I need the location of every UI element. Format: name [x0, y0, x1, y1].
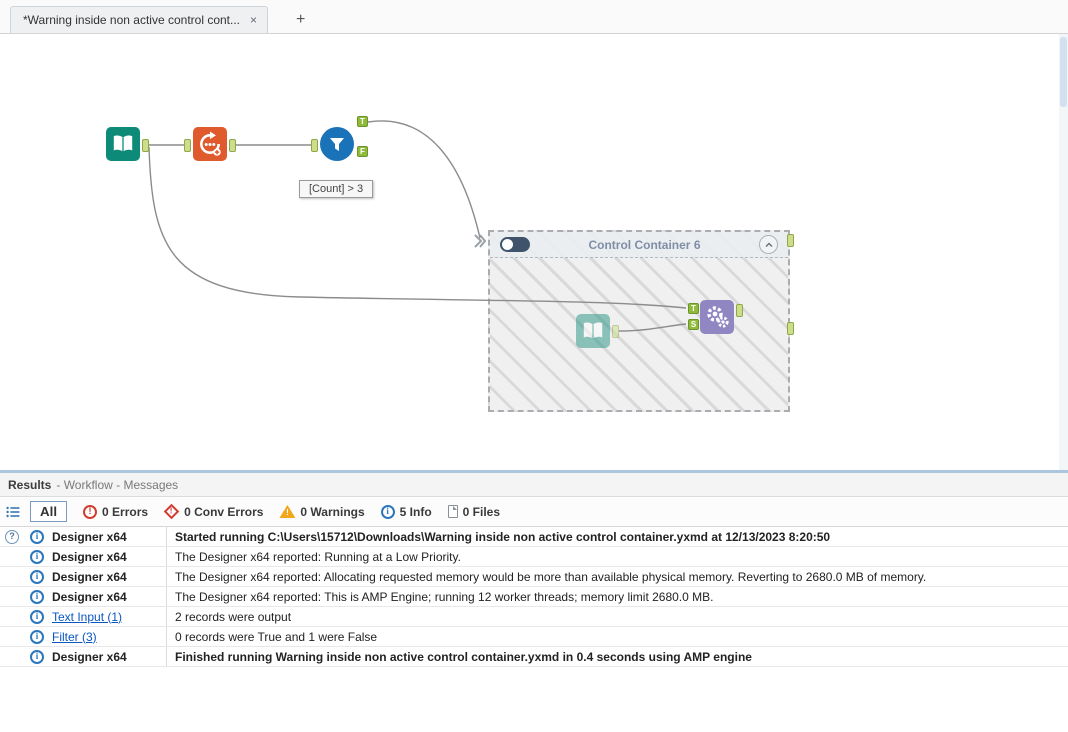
record-tool-output-anchor[interactable]: [229, 139, 236, 152]
text-input-output-anchor[interactable]: [142, 139, 149, 152]
results-panel: Results - Workflow - Messages All ! 0 Er…: [0, 473, 1068, 667]
record-tool-input-anchor[interactable]: [184, 139, 191, 152]
canvas-scrollbar-thumb[interactable]: [1060, 37, 1067, 107]
wire: [618, 323, 687, 332]
tool-gears[interactable]: [700, 300, 734, 334]
wire: [148, 146, 687, 309]
info-icon: i: [30, 649, 44, 664]
help-icon[interactable]: ?: [5, 529, 19, 544]
plus-icon: +: [296, 10, 306, 28]
container-collapse-button[interactable]: [759, 235, 778, 254]
tool-filter[interactable]: [320, 127, 354, 161]
info-icon: i: [30, 629, 44, 644]
message-row[interactable]: i Designer x64 Finished running Warning …: [0, 647, 1068, 667]
message-source: Designer x64: [52, 549, 127, 564]
panel-splitter[interactable]: [0, 470, 1068, 473]
message-text: The Designer x64 reported: Allocating re…: [166, 567, 1068, 586]
workflow-canvas[interactable]: Control Container 6: [0, 34, 1068, 470]
message-source: Designer x64: [52, 569, 127, 584]
gears-tool-s-anchor[interactable]: S: [688, 319, 699, 330]
message-source: Designer x64: [52, 649, 127, 664]
filter-files[interactable]: 0 Files: [447, 504, 501, 519]
conv-errors-label: 0 Conv Errors: [184, 504, 264, 519]
warning-icon: !: [279, 505, 296, 518]
filter-annotation[interactable]: [Count] > 3: [299, 180, 374, 198]
results-header: Results - Workflow - Messages: [0, 473, 1068, 497]
info-icon: i: [30, 609, 44, 624]
error-icon: !: [83, 504, 98, 519]
conv-error-icon: !: [163, 503, 180, 520]
filter-all-button[interactable]: All: [30, 501, 68, 522]
control-container-header: Control Container 6: [490, 232, 788, 258]
gears-tool-t-anchor[interactable]: T: [688, 303, 699, 314]
toggle-knob: [502, 239, 513, 250]
filter-warnings[interactable]: ! 0 Warnings: [279, 504, 365, 519]
container-title: Control Container 6: [588, 237, 701, 252]
tool-text-input-disabled[interactable]: [576, 314, 610, 348]
wire: [367, 120, 481, 239]
message-source-link[interactable]: Text Input (1): [52, 609, 123, 624]
message-row[interactable]: i Designer x64 The Designer x64 reported…: [0, 587, 1068, 607]
message-text: 2 records were output: [166, 607, 1068, 626]
canvas-scrollbar[interactable]: [1059, 34, 1068, 470]
message-source: Designer x64: [52, 589, 127, 604]
info-label: 5 Info: [399, 504, 432, 519]
tool-record[interactable]: [193, 127, 227, 161]
results-message-list: ? i Designer x64 Started running C:\User…: [0, 527, 1068, 667]
file-icon: [447, 505, 458, 518]
funnel-icon: [330, 138, 344, 151]
info-icon: i: [30, 589, 44, 604]
errors-label: 0 Errors: [102, 504, 149, 519]
filter-conv-errors[interactable]: ! 0 Conv Errors: [163, 503, 264, 520]
workflow-tab-bar: *Warning inside non active control cont.…: [0, 0, 1068, 34]
message-text: 0 records were True and 1 were False: [166, 627, 1068, 646]
circular-arrow-icon: [200, 131, 221, 156]
chevron-up-icon: [764, 241, 773, 247]
filter-true-anchor[interactable]: T: [357, 116, 368, 127]
message-row[interactable]: i Designer x64 The Designer x64 reported…: [0, 567, 1068, 587]
info-icon: i: [30, 529, 44, 544]
message-list-icon[interactable]: [6, 506, 20, 518]
message-row[interactable]: i Text Input (1) 2 records were output: [0, 607, 1068, 627]
message-source: Designer x64: [52, 529, 127, 544]
book-icon: [113, 135, 133, 152]
message-source-link[interactable]: Filter (3): [52, 629, 97, 644]
results-toolbar: All ! 0 Errors ! 0 Conv Errors ! 0 Warni…: [0, 497, 1068, 527]
connection-wires: [148, 120, 687, 332]
filter-info[interactable]: i 5 Info: [380, 504, 432, 519]
info-icon: i: [380, 504, 395, 519]
disabled-text-input-output-anchor[interactable]: [612, 325, 619, 338]
message-text: Started running C:\Users\15712\Downloads…: [166, 527, 1068, 546]
message-row[interactable]: i Filter (3) 0 records were True and 1 w…: [0, 627, 1068, 647]
tab-close-icon[interactable]: ×: [250, 13, 258, 27]
files-label: 0 Files: [462, 504, 501, 519]
container-toggle-switch[interactable]: [500, 237, 530, 252]
container-output-anchor[interactable]: [787, 234, 794, 247]
workflow-tab[interactable]: *Warning inside non active control cont.…: [10, 6, 269, 33]
warnings-label: 0 Warnings: [300, 504, 365, 519]
gears-icon: [707, 306, 729, 328]
message-text: The Designer x64 reported: This is AMP E…: [166, 587, 1068, 606]
message-row[interactable]: ? i Designer x64 Started running C:\User…: [0, 527, 1068, 547]
filter-errors[interactable]: ! 0 Errors: [83, 504, 149, 519]
filter-input-anchor[interactable]: [311, 139, 318, 152]
book-icon: [583, 322, 603, 339]
filter-false-anchor[interactable]: F: [357, 146, 368, 157]
info-icon: i: [30, 549, 44, 564]
gears-tool-output-anchor[interactable]: [736, 304, 743, 317]
tool-text-input[interactable]: [106, 127, 140, 161]
container-input-anchor[interactable]: [473, 233, 486, 249]
info-icon: i: [30, 569, 44, 584]
results-subtitle: - Workflow - Messages: [56, 477, 179, 492]
message-text: The Designer x64 reported: Running at a …: [166, 547, 1068, 566]
results-title: Results: [8, 477, 52, 492]
workflow-tab-label: *Warning inside non active control cont.…: [23, 13, 241, 27]
new-workflow-button[interactable]: +: [284, 6, 317, 33]
message-row[interactable]: i Designer x64 The Designer x64 reported…: [0, 547, 1068, 567]
control-container[interactable]: Control Container 6: [488, 230, 790, 412]
message-text: Finished running Warning inside non acti…: [166, 647, 1068, 666]
container-output-anchor-2[interactable]: [787, 322, 794, 335]
